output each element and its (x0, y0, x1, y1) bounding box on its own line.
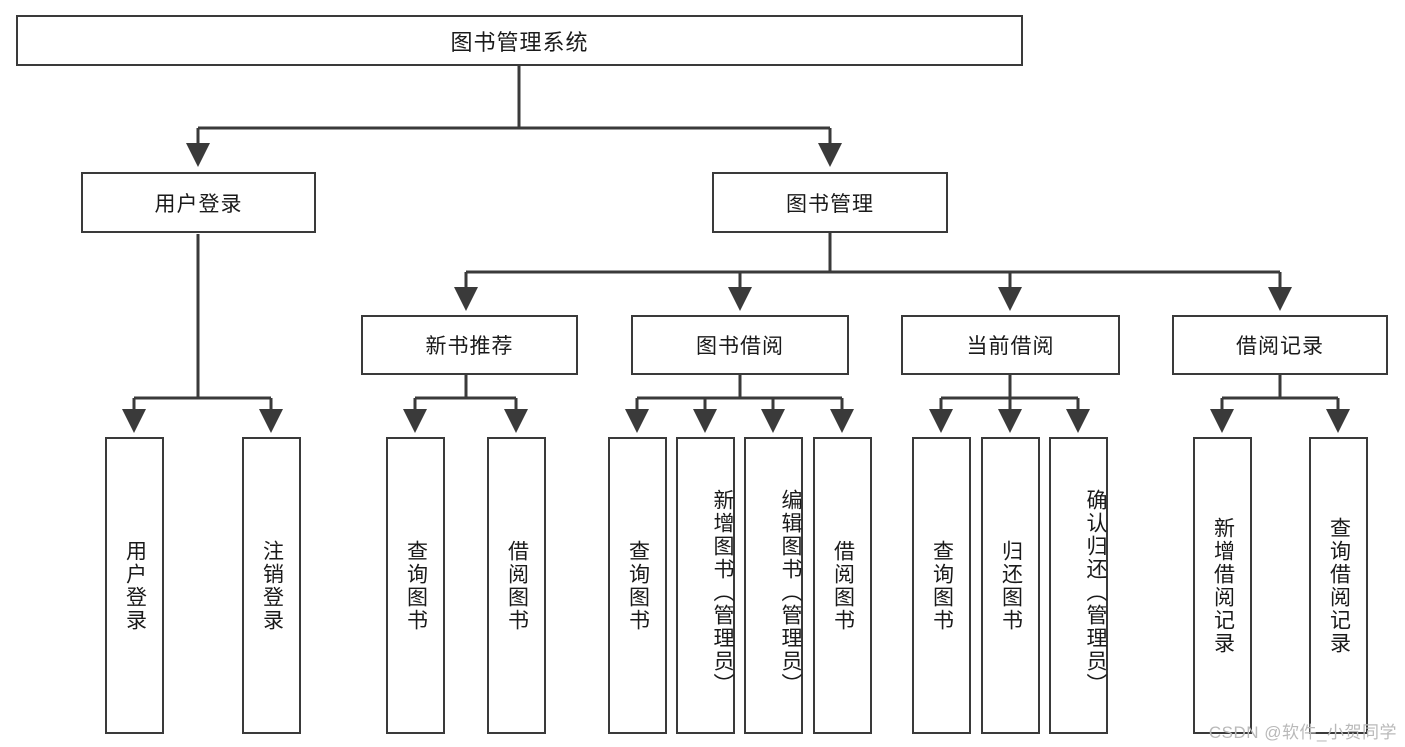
node-user-login[interactable]: 用户登录 (81, 172, 316, 233)
leaf-label: 借阅图书 (505, 539, 529, 632)
leaf-logout[interactable]: 注销登录 (242, 437, 301, 734)
leaf-confirm-return-admin[interactable]: 确认归还（管理员） (1049, 437, 1108, 734)
leaf-label: 确认归还（管理员） (1084, 489, 1107, 696)
leaf-query-book-borrow[interactable]: 查询图书 (608, 437, 667, 734)
node-book-borrow[interactable]: 图书借阅 (631, 315, 849, 375)
leaf-label: 用户登录 (123, 539, 147, 632)
node-book-management[interactable]: 图书管理 (712, 172, 948, 233)
leaf-edit-book-admin[interactable]: 编辑图书（管理员） (744, 437, 803, 734)
leaf-query-borrow-record[interactable]: 查询借阅记录 (1309, 437, 1368, 734)
leaf-label: 编辑图书（管理员） (779, 489, 802, 696)
node-current-borrow[interactable]: 当前借阅 (901, 315, 1120, 375)
leaf-label: 注销登录 (260, 539, 284, 632)
leaf-query-book-newbook[interactable]: 查询图书 (386, 437, 445, 734)
watermark-text: CSDN @软件_小贺同学 (1208, 723, 1397, 742)
leaf-add-borrow-record[interactable]: 新增借阅记录 (1193, 437, 1252, 734)
leaf-label: 查询图书 (930, 539, 954, 632)
leaf-label: 新增图书（管理员） (711, 489, 734, 696)
leaf-return-book[interactable]: 归还图书 (981, 437, 1040, 734)
leaf-label: 借阅图书 (831, 539, 855, 632)
leaf-user-login[interactable]: 用户登录 (105, 437, 164, 734)
node-root-system[interactable]: 图书管理系统 (16, 15, 1023, 66)
node-new-book-recommend[interactable]: 新书推荐 (361, 315, 578, 375)
leaf-label: 新增借阅记录 (1211, 516, 1235, 655)
leaf-borrow-book-borrow[interactable]: 借阅图书 (813, 437, 872, 734)
leaf-label: 查询图书 (626, 539, 650, 632)
leaf-label: 归还图书 (999, 539, 1023, 632)
leaf-add-book-admin[interactable]: 新增图书（管理员） (676, 437, 735, 734)
leaf-borrow-book-newbook[interactable]: 借阅图书 (487, 437, 546, 734)
leaf-label: 查询借阅记录 (1327, 516, 1351, 655)
leaf-query-book-current[interactable]: 查询图书 (912, 437, 971, 734)
leaf-label: 查询图书 (404, 539, 428, 632)
node-borrow-record[interactable]: 借阅记录 (1172, 315, 1388, 375)
